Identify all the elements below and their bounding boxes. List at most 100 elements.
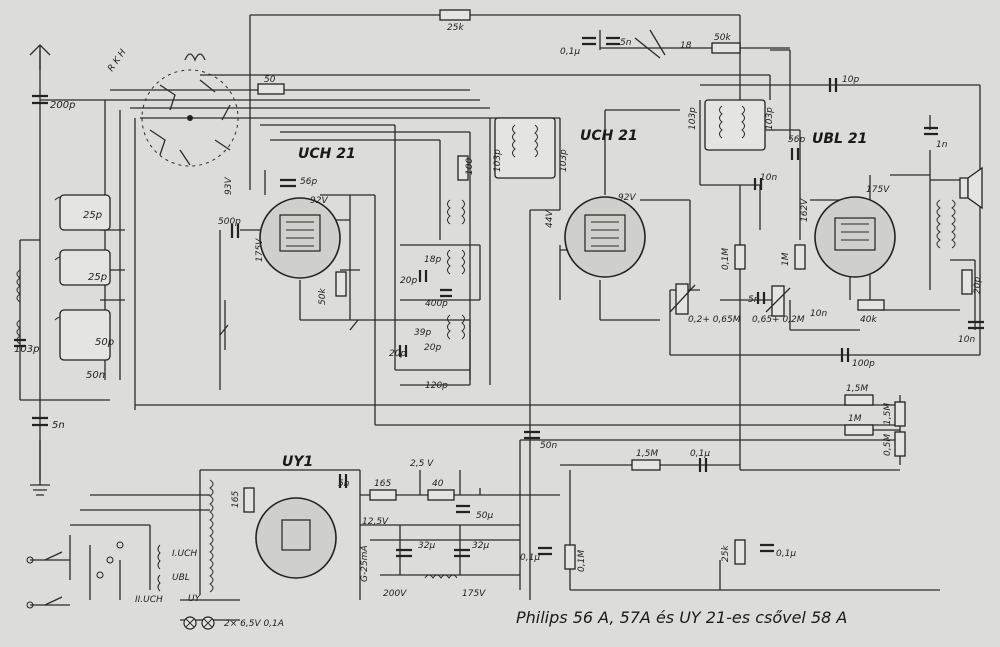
pilot-lamps: 2× 6,5V 0,1A (183, 616, 284, 630)
resistor-20p-out (961, 269, 973, 295)
label-fuse: G-25mA (360, 545, 370, 582)
label-05m: 0,5M (883, 434, 893, 456)
label-10n-a: 10n (760, 173, 777, 183)
resistor-50k-top (711, 42, 741, 54)
resistor-165-b (369, 489, 397, 501)
input-section: 200p 25p 25p 50p 50n 103p 5n (14, 94, 114, 431)
top-components: 25k 50 0,1µ 5n 18 50k 10p (257, 9, 981, 355)
resistor-25k (439, 9, 471, 21)
label-103p-left: 103p (14, 344, 39, 355)
label-50k-mid: 50k (318, 288, 328, 305)
label-103p-if2b: 103p (765, 107, 775, 130)
label-1m-b: 1M (848, 414, 862, 424)
label-5n-uy: 5n (338, 479, 350, 489)
label-103p-if1a: 103p (493, 149, 503, 172)
label-165-b: 165 (374, 479, 391, 489)
resistor-01m-low (564, 544, 576, 570)
label-01u-mid: 0,1µ (690, 449, 710, 459)
label-25p-b: 25p (88, 272, 107, 283)
label-15m-c: 1,5M (636, 449, 658, 459)
label-25v: 2,5 V (410, 459, 434, 469)
label-01m: 0,1M (721, 248, 731, 270)
label-120p: 120p (425, 381, 448, 391)
coil-bank-left: 25p 25p 50p 50n 103p (14, 194, 114, 381)
label-25k-low: 25k (721, 545, 731, 562)
label-125v: 12,5V (362, 517, 389, 527)
label-200p: 200p (50, 100, 75, 111)
label-50p-left: 50p (95, 337, 114, 348)
label-5n-antenna: 5n (52, 420, 65, 431)
label-175v-c: 175V (462, 589, 486, 599)
label-39p: 39p (414, 328, 431, 338)
label-1n: 1n (936, 140, 948, 150)
label-pot-a: 0,2+ 0,65M (688, 315, 741, 325)
tube-ubl21-output: UBL 21 175V 162V 1n (800, 126, 948, 278)
capacitor-5n-antenna: 5n (32, 416, 65, 431)
label-15m-a: 1,5M (846, 384, 868, 394)
label-5n-mid: 5n (748, 295, 760, 305)
label-50n-mid: 50n (540, 441, 557, 451)
resistor-05m (894, 431, 906, 457)
resistor-50 (257, 83, 285, 95)
label-500p: 500p (218, 217, 241, 227)
label-lamps: 2× 6,5V 0,1A (224, 619, 284, 629)
label-165-a: 165 (231, 491, 241, 508)
label-25k: 25k (447, 23, 464, 33)
label-100p: 100p (852, 359, 875, 369)
wiring (19, 14, 980, 621)
if-transformer-1: 103p 103p (493, 117, 569, 179)
label-400p: 400p (425, 299, 448, 309)
if-transformer-2: 103p 103p 56p 10n (688, 99, 805, 190)
resistor-15m-b (894, 401, 906, 427)
tube-uch21-if-amp: UCH 21 44V 92V 50n (524, 128, 646, 451)
label-40: 40 (432, 479, 444, 489)
label-pot-b: 0,65+ 0,2M (752, 315, 805, 325)
capacitor-5n-top: 5n (606, 36, 632, 48)
tube-label-uch21-b: UCH 21 (580, 128, 638, 144)
label-175v-a: 175V (255, 238, 265, 262)
label-heater-uy: UY (188, 594, 202, 604)
label-44v: 44V (545, 210, 555, 228)
oscillator-section: 100 18p 20p 400p 39p 20p 20p 120p (389, 155, 475, 391)
potentiometer-volume: 0,2+ 0,65M (669, 283, 741, 325)
label-1m: 1M (781, 252, 791, 266)
label-56p-a: 56p (300, 177, 317, 187)
resistor-100 (457, 155, 469, 181)
label-heater-uch2: II.UCH (135, 595, 163, 605)
resistor-1m-b (844, 424, 874, 436)
mains-input (26, 541, 124, 609)
label-50k-top: 50k (714, 33, 731, 43)
resistor-50k-mid (335, 271, 347, 297)
label-20p-a: 20p (400, 276, 417, 286)
label-01m-low: 0,1M (577, 550, 587, 572)
label-01u-low: 0,1µ (520, 553, 540, 563)
label-20p-c: 20p (424, 343, 441, 353)
resistor-01m (734, 244, 746, 270)
label-200v: 200V (383, 589, 407, 599)
capacitor-200p: 200p (32, 94, 75, 111)
label-01u-low2: 0,1µ (776, 549, 796, 559)
label-50: 50 (264, 75, 276, 85)
label-103p-if2a: 103p (688, 107, 698, 130)
tube-label-uch21-a: UCH 21 (298, 146, 356, 162)
label-10n-b: 10n (810, 309, 827, 319)
label-25p-a: 25p (83, 210, 102, 221)
label-50u: 50µ (476, 511, 493, 521)
label-162v: 162V (800, 198, 810, 222)
label-103p-if1b: 103p (559, 149, 569, 172)
label-15m-b: 1,5M (883, 403, 893, 425)
potentiometer-tone: 0,65+ 0,2M (752, 285, 805, 325)
resistor-40 (427, 489, 455, 501)
label-20p-b: 20p (389, 349, 406, 359)
resistor-25k-low (734, 539, 746, 565)
output-stage: 20p 10n (936, 166, 984, 345)
label-100: 100 (465, 158, 475, 175)
antenna-coupling-coils (14, 269, 26, 348)
label-18p: 18p (424, 255, 441, 265)
resistor-40k (857, 299, 885, 311)
tube-label-uy1: UY1 (282, 454, 313, 470)
label-10p-top: 10p (842, 75, 859, 85)
label-175v-b: 175V (866, 185, 890, 195)
